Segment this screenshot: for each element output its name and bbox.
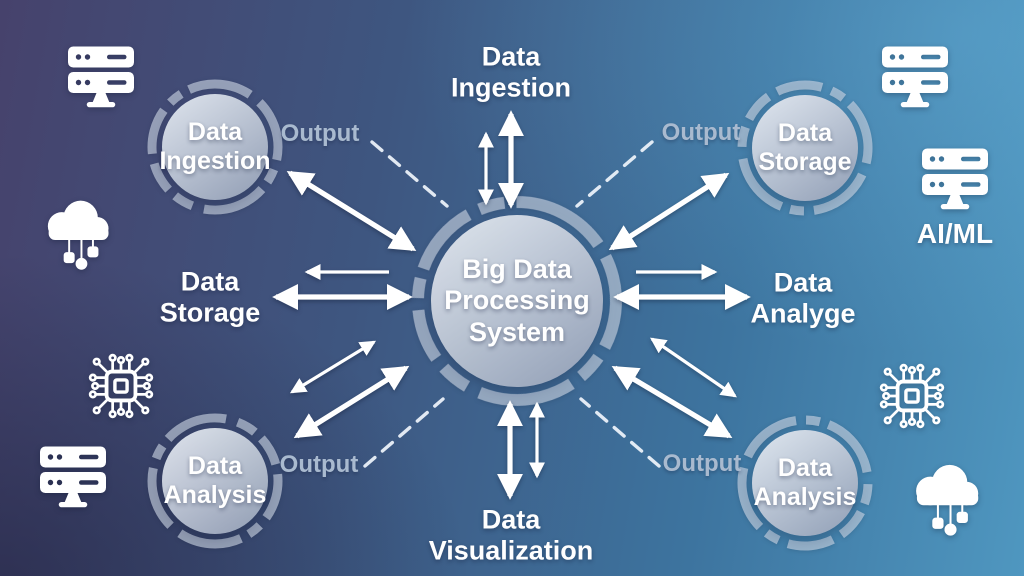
node-label: Big Data Processing System <box>444 254 590 347</box>
node-label: Data Analysis <box>163 452 267 509</box>
output-label-bottom-right: Output <box>662 450 742 478</box>
node-label: Data Storage <box>758 119 852 176</box>
edge-label-data-visualization: Data Visualization <box>428 504 594 566</box>
server-icon <box>34 442 112 511</box>
edge-label-data-ingestion: Data Ingestion <box>451 41 571 103</box>
server-icon <box>62 42 140 111</box>
cloud-icon <box>38 188 120 274</box>
server-icon <box>876 42 954 111</box>
node-data-analysis-right: Data Analysis <box>752 430 858 536</box>
edge-label-data-storage: Data Storage <box>159 266 261 328</box>
output-label-top-right: Output <box>661 119 741 147</box>
node-data-ingestion: Data Ingestion <box>159 94 271 200</box>
node-label: Data Ingestion <box>159 118 271 175</box>
edge-label-data-analyge: Data Analyge <box>750 267 856 329</box>
cloud-icon <box>906 452 990 540</box>
node-data-analysis-left: Data Analysis <box>162 428 268 534</box>
server-icon <box>916 144 994 213</box>
node-data-storage: Data Storage <box>752 95 858 201</box>
chip-icon <box>874 358 950 434</box>
node-big-data-processing-system: Big Data Processing System <box>431 215 603 387</box>
chip-icon <box>83 348 159 424</box>
node-label: Data Analysis <box>753 454 857 511</box>
output-label-top-left: Output <box>280 120 360 148</box>
output-label-bottom-left: Output <box>279 451 359 479</box>
ai-ml-label: AI/ML <box>916 217 994 249</box>
